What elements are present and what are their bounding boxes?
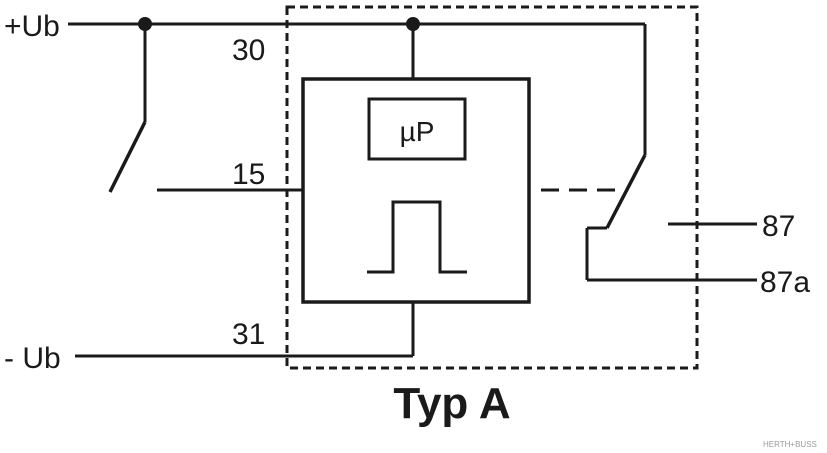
type-label: Typ A (393, 379, 510, 428)
control-unit-box (301, 77, 531, 304)
ignition-switch-blade (108, 121, 147, 193)
microprocessor-label: µP (400, 116, 435, 147)
terminal-87-label: 87 (762, 210, 795, 243)
terminal-15-label: 15 (232, 158, 265, 191)
terminal-31-label: 31 (232, 318, 265, 351)
pulse-symbol (367, 200, 467, 274)
watermark-text: HERTH+BUSS (763, 440, 817, 449)
module-enclosure-dashed (285, 5, 699, 370)
terminal-87a-label: 87a (760, 266, 810, 299)
terminal-30-label: 30 (232, 34, 265, 67)
minus-ub-label: - Ub (4, 342, 61, 375)
relay-contact-blade (605, 154, 647, 229)
microprocessor-box (367, 97, 467, 161)
plus-ub-label: +Ub (4, 10, 60, 43)
